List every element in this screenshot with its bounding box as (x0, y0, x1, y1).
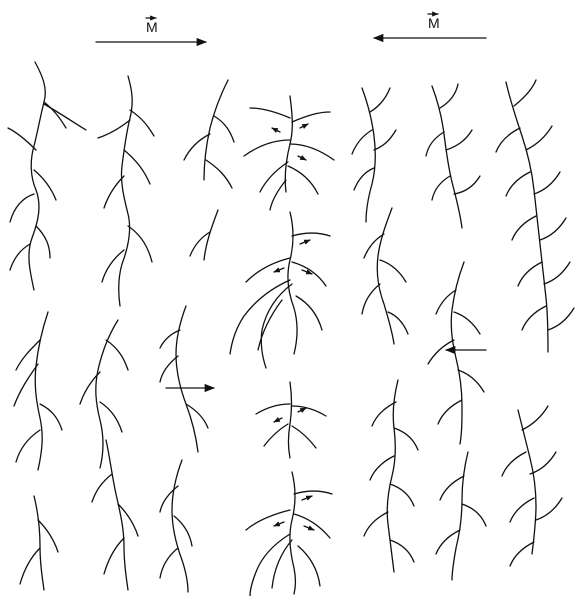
right-domain-lower-chains (364, 380, 562, 580)
magnetization-arrow-left: M (96, 18, 206, 42)
center-cluster-1 (244, 96, 334, 210)
magnetization-label-left: M (146, 19, 158, 35)
center-cluster-4 (246, 472, 332, 596)
left-domain-column-1 (8, 62, 86, 290)
right-domain-column-3 (496, 80, 574, 352)
left-domain-column-1-lower (14, 312, 62, 590)
left-domain-column-2-lower (80, 320, 138, 590)
left-domain-column-3-lower (160, 306, 214, 592)
magnetization-label-right: M (428, 15, 440, 31)
center-cluster-3 (256, 382, 326, 458)
right-domain-column-2 (426, 84, 486, 444)
left-domain-column-3 (184, 80, 234, 260)
right-domain-column-1 (352, 88, 408, 344)
magnetization-arrow-right: M (374, 14, 486, 38)
left-domain-column-2 (98, 76, 154, 306)
center-cluster-2 (230, 212, 330, 368)
